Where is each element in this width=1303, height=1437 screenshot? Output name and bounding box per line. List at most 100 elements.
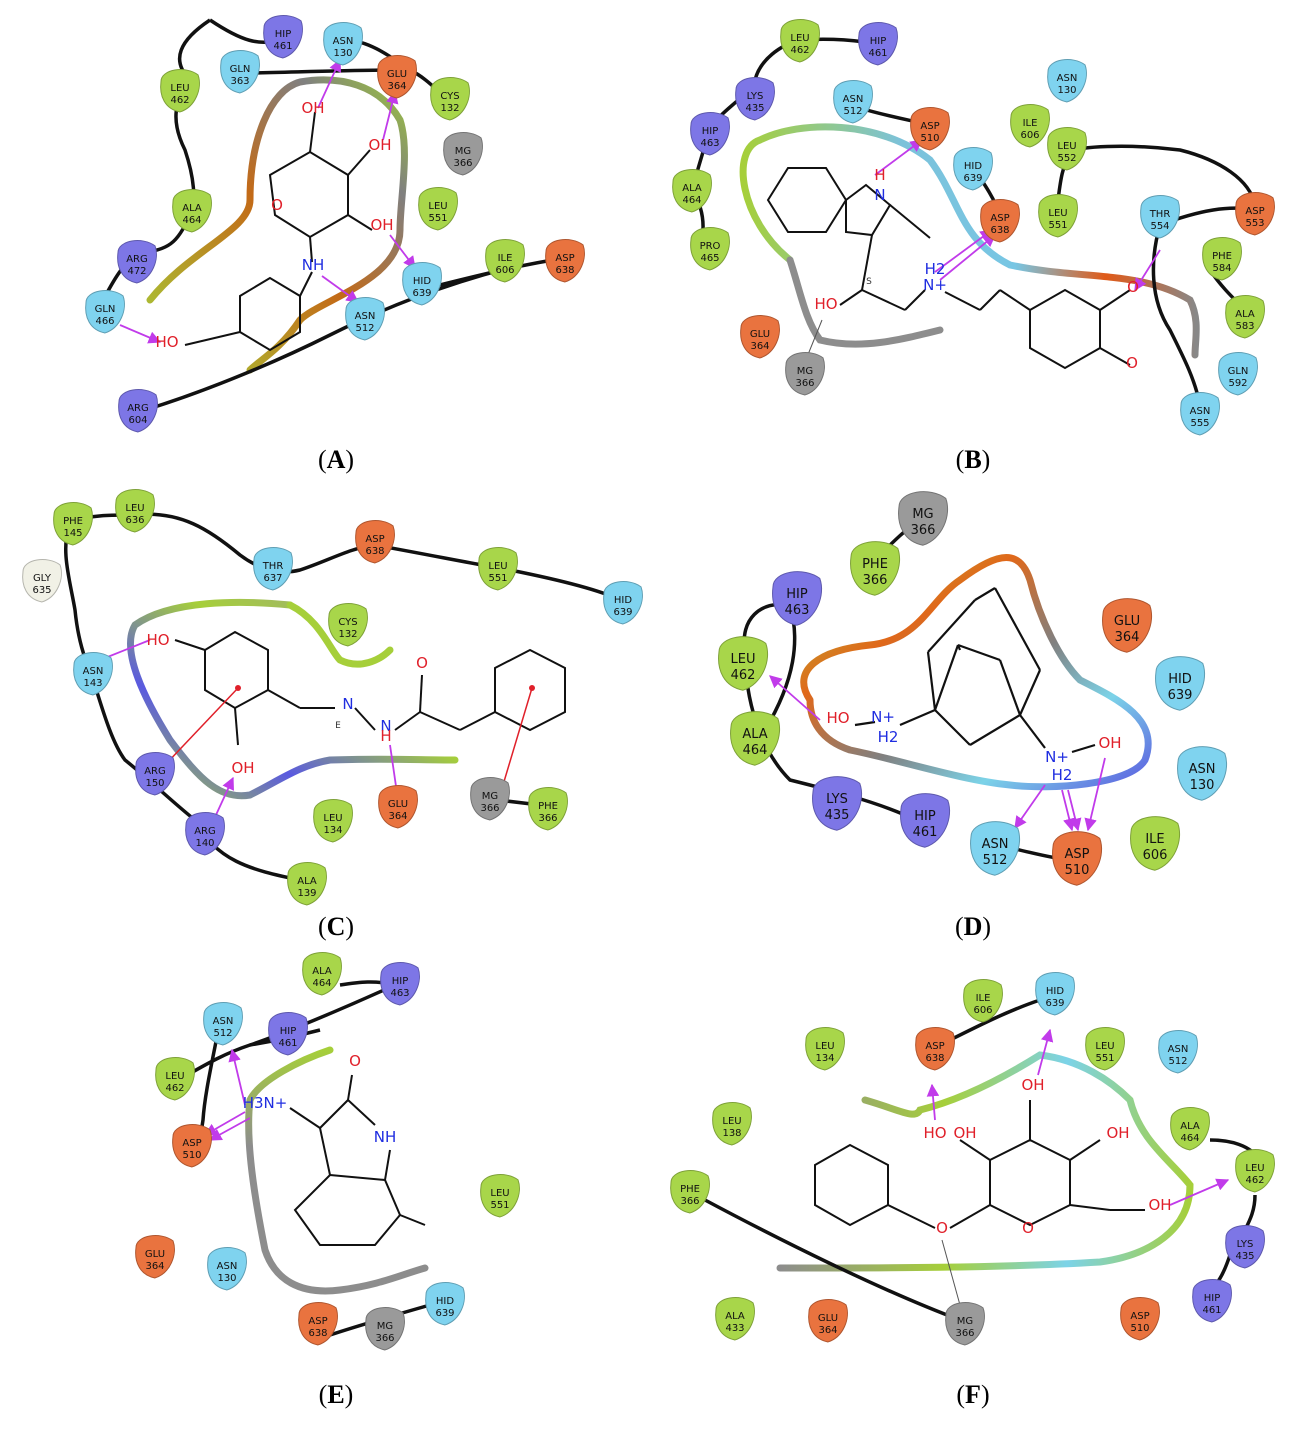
residue-number: 364 <box>145 1261 164 1272</box>
residue-number: 462 <box>1245 1175 1264 1186</box>
atom-label: OH <box>953 1124 976 1142</box>
hbond-E1 <box>228 1048 246 1106</box>
residue-blob <box>780 19 820 63</box>
hbond-D3 <box>1061 789 1076 832</box>
residue-name: ASP <box>308 1316 327 1327</box>
residue-name: MG <box>957 1316 973 1327</box>
residue-blob <box>418 187 458 231</box>
residue-number: 512 <box>1168 1056 1187 1067</box>
residue-number: 364 <box>750 341 769 352</box>
residue-blob <box>287 862 327 906</box>
residue-name: LEU <box>170 83 189 94</box>
panel-E <box>174 980 431 1337</box>
residue-name: ALA <box>725 1311 745 1322</box>
pocket-outline-B <box>739 123 1200 359</box>
residue-blob <box>735 77 775 121</box>
atom-label: O <box>936 1219 948 1237</box>
hbond-F2 <box>1037 1028 1054 1076</box>
residue-name: GLN <box>230 64 251 75</box>
residue-number: 364 <box>1115 630 1140 645</box>
hbond-A3 <box>389 234 416 270</box>
residue-name: MG <box>797 366 813 377</box>
residue-number: 364 <box>818 1325 837 1336</box>
residue-number: 366 <box>453 158 472 169</box>
residue-name: GLN <box>1228 366 1249 377</box>
residue-blob <box>378 785 418 829</box>
residue-number: 463 <box>700 138 719 149</box>
residue-number: 461 <box>1202 1305 1221 1316</box>
residue-number: 462 <box>790 45 809 56</box>
residue-name: CYS <box>440 91 459 102</box>
residue-blob <box>1177 746 1227 801</box>
residue-blob <box>603 581 643 625</box>
residue-blob <box>812 776 862 831</box>
hbond-F3 <box>1169 1178 1230 1206</box>
residue-number: 150 <box>145 778 164 789</box>
residue-name: LEU <box>731 652 756 667</box>
residue-blob <box>1235 192 1275 236</box>
atom-label: N+ <box>923 276 947 294</box>
residue-number: 637 <box>263 573 282 584</box>
residue-number: 134 <box>815 1053 834 1064</box>
residue-name: THR <box>262 561 284 572</box>
residue-number: 132 <box>338 629 357 640</box>
residue-number: 130 <box>1190 778 1215 793</box>
residue-number: 512 <box>843 106 862 117</box>
residue-number: 464 <box>682 195 701 206</box>
residue-name: GLU <box>818 1313 838 1324</box>
residue-name: ILE <box>1145 832 1164 847</box>
atom-label: N <box>380 717 391 735</box>
atom-label: H2 <box>1052 766 1073 784</box>
residue-blob <box>1225 1225 1265 1269</box>
residue-name: THR <box>1149 209 1171 220</box>
atom-label: N <box>874 186 885 204</box>
atom-label: H <box>380 727 391 745</box>
residue-number: 366 <box>795 378 814 389</box>
residue-name: GLU <box>750 329 770 340</box>
residue-name: ALA <box>297 876 317 887</box>
residue-number: 551 <box>490 1200 509 1211</box>
hbond-F1 <box>926 1083 940 1121</box>
residue-blob <box>253 547 293 591</box>
residue-name: ARG <box>144 766 166 777</box>
residue-blob <box>117 240 157 284</box>
residue-blob <box>425 1282 465 1326</box>
hbond-A2 <box>382 90 399 141</box>
residue-name: HIP <box>870 36 887 47</box>
residue-blob <box>443 132 483 176</box>
ligand-E <box>289 1074 426 1246</box>
residue-blob <box>172 1124 212 1168</box>
residue-name: HID <box>1046 986 1064 997</box>
residue-name: LEU <box>1048 208 1067 219</box>
atom-label: H <box>874 166 885 184</box>
atom-label: NH <box>302 256 325 274</box>
residue-blob <box>915 1027 955 1071</box>
residue-name: ASP <box>555 253 574 264</box>
residue-name: GLN <box>95 304 116 315</box>
residue-blob <box>203 1002 243 1046</box>
residue-name: HIP <box>1204 1293 1221 1304</box>
